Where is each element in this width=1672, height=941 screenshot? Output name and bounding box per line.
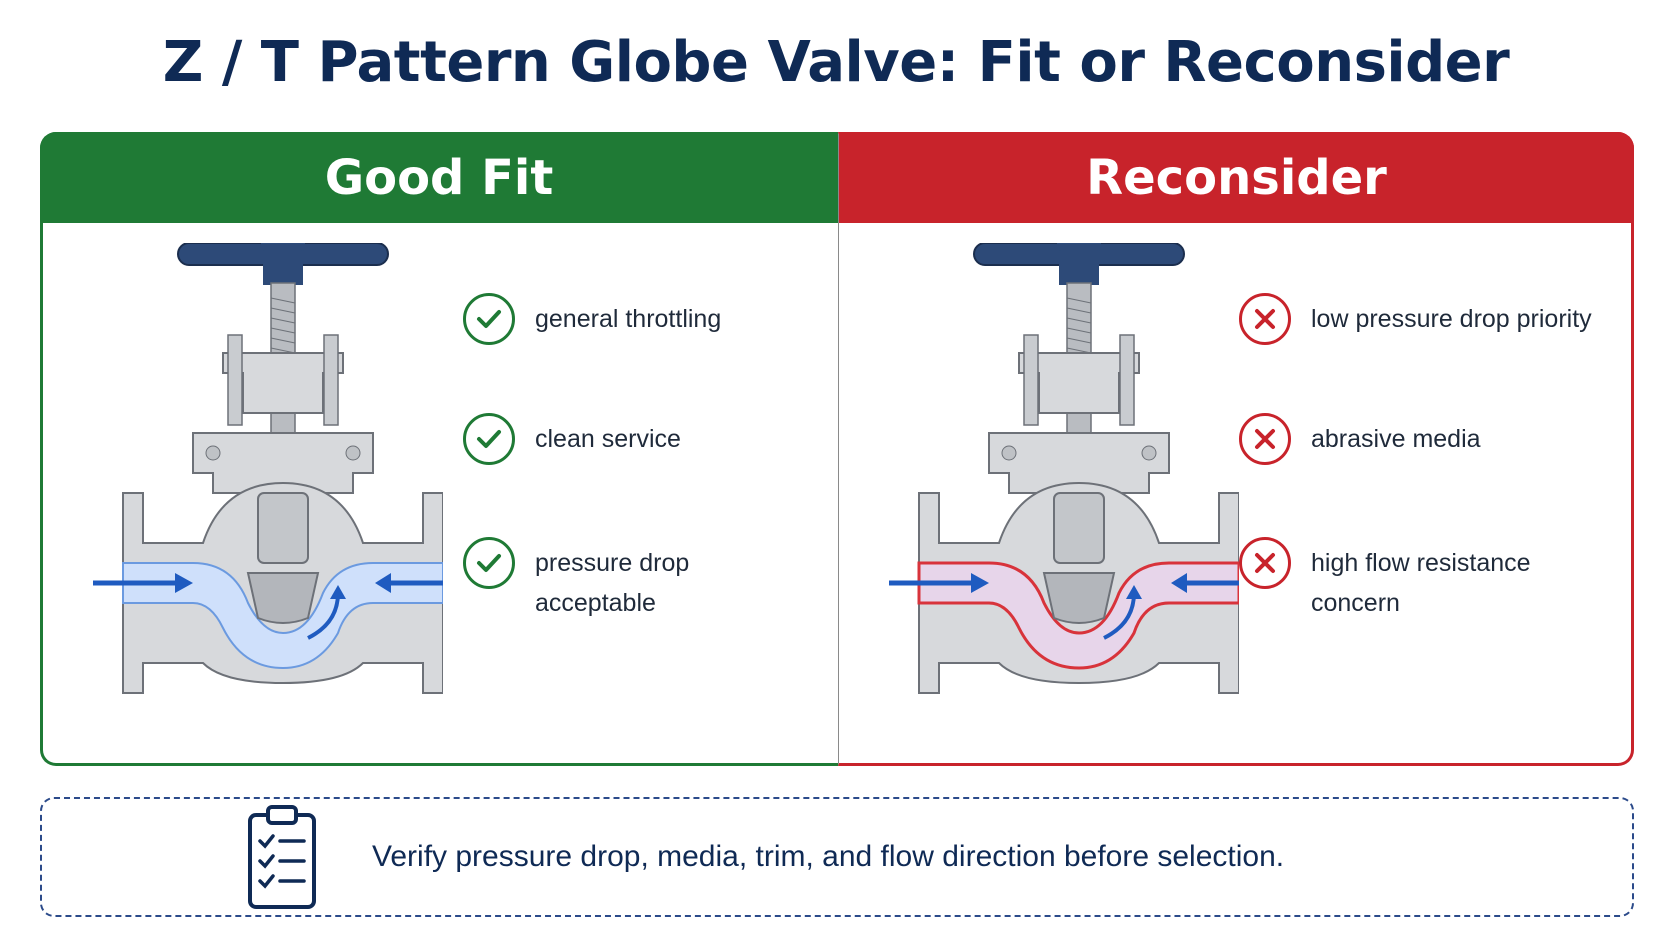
item-label: abrasive media xyxy=(1311,425,1481,453)
item-label: general throttling xyxy=(535,305,722,333)
globe-valve-illustration-bad xyxy=(889,243,1239,694)
comparison-panels: Good Fit xyxy=(40,132,1634,766)
list-item: clean service xyxy=(463,413,681,465)
cross-icon xyxy=(1239,537,1291,589)
reconsider-header: Reconsider xyxy=(839,132,1634,223)
globe-valve-illustration-good xyxy=(93,243,443,694)
cross-icon xyxy=(1239,413,1291,465)
good-fit-header: Good Fit xyxy=(40,132,838,223)
check-icon xyxy=(463,413,515,465)
clipboard-checklist-icon xyxy=(248,805,316,909)
item-label: clean service xyxy=(535,425,681,453)
good-fit-panel: Good Fit xyxy=(40,132,838,766)
page-title: Z / T Pattern Globe Valve: Fit or Recons… xyxy=(162,30,1510,95)
list-item: low pressure drop priority xyxy=(1239,293,1592,345)
check-icon xyxy=(463,537,515,589)
list-item: high flow resistance concern xyxy=(1239,537,1551,623)
cross-icon xyxy=(1239,293,1291,345)
note-text: Verify pressure drop, media, trim, and f… xyxy=(372,840,1285,873)
list-item: abrasive media xyxy=(1239,413,1481,465)
list-item: pressure drop acceptable xyxy=(463,537,763,623)
reconsider-panel: Reconsider xyxy=(838,132,1634,766)
item-label: high flow resistance concern xyxy=(1311,549,1531,617)
list-item: general throttling xyxy=(463,293,721,345)
item-label: pressure drop acceptable xyxy=(535,549,690,617)
verification-note: Verify pressure drop, media, trim, and f… xyxy=(40,797,1634,917)
item-label: low pressure drop priority xyxy=(1311,305,1592,333)
check-icon xyxy=(463,293,515,345)
